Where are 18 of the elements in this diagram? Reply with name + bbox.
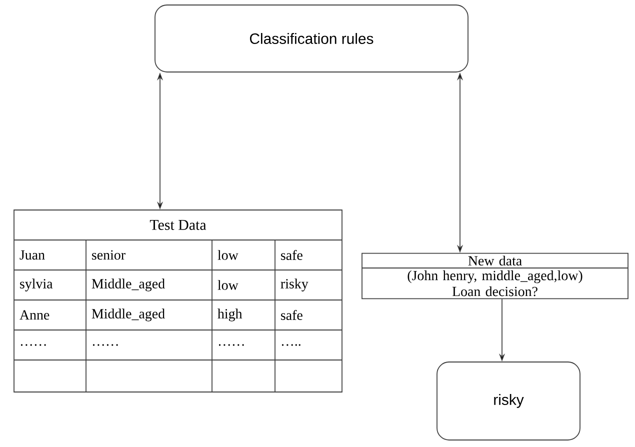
table-cell: safe (281, 310, 302, 320)
table-cell: …… (218, 344, 244, 346)
table-cell: Middle_aged (92, 278, 165, 292)
table-cell: Juan (20, 250, 45, 260)
table-cell: low (218, 250, 238, 260)
table-cell: high (218, 308, 242, 322)
table-cell: risky (280, 278, 308, 292)
table-cell: Anne (20, 310, 50, 320)
table-cell: ….. (282, 344, 300, 346)
table-cell: sylvia (20, 278, 53, 292)
table-cell: …… (92, 344, 118, 346)
table-cell: low (218, 280, 238, 290)
table-cell: Middle_aged (92, 308, 165, 322)
table-cell: safe (281, 250, 302, 260)
table-cell: senior (92, 250, 126, 260)
data-box: New data (John henry, middle_aged,low) Loan decision? (362, 252, 628, 300)
table-cell: …… (20, 344, 46, 346)
result-box: risky (436, 362, 580, 440)
